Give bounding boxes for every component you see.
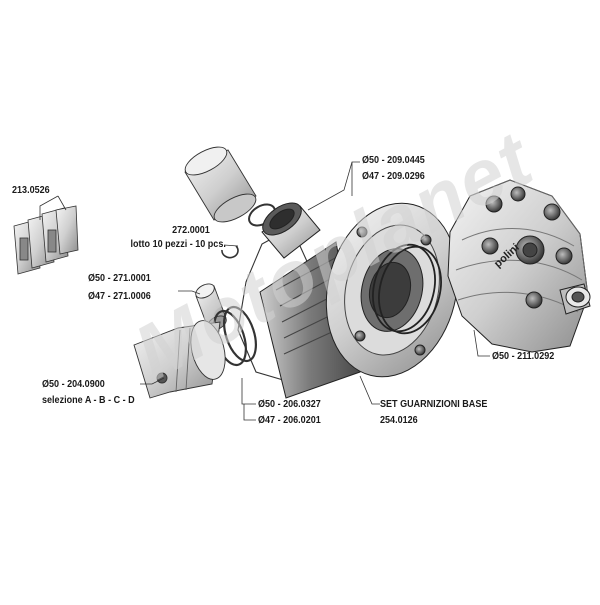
label-reed-petals: 213.0526 — [12, 184, 50, 196]
label-ring-50: Ø50 - 209.0445 — [362, 154, 425, 166]
reed-petals — [13, 205, 79, 275]
head-gasket-rings — [372, 243, 442, 335]
label-piston-selection: selezione A - B - C - D — [42, 394, 135, 406]
label-bearing-50: Ø50 - 271.0001 — [88, 272, 151, 284]
label-bearing-47: Ø47 - 271.0006 — [88, 290, 151, 302]
circlip — [221, 245, 239, 259]
piston — [133, 320, 226, 399]
label-gasket-set-code: 254.0126 — [380, 414, 418, 426]
cylinder-head — [447, 179, 591, 353]
label-ring-47: Ø47 - 209.0296 — [362, 170, 425, 182]
label-gasket-set-title: SET GUARNIZIONI BASE — [380, 398, 488, 410]
label-pin-note: lotto 10 pezzi - 10 pcs. — [130, 238, 226, 250]
cylinder — [259, 202, 459, 399]
label-head-50: Ø50 - 211.0292 — [492, 350, 555, 362]
piston-pin — [184, 146, 257, 223]
label-cylinder-50: Ø50 - 206.0327 — [258, 398, 321, 410]
leader-lines — [39, 161, 490, 421]
label-piston-50: Ø50 - 204.0900 — [42, 378, 105, 390]
label-cylinder-47: Ø47 - 206.0201 — [258, 414, 321, 426]
label-pin-code: 272.0001 — [172, 224, 210, 236]
